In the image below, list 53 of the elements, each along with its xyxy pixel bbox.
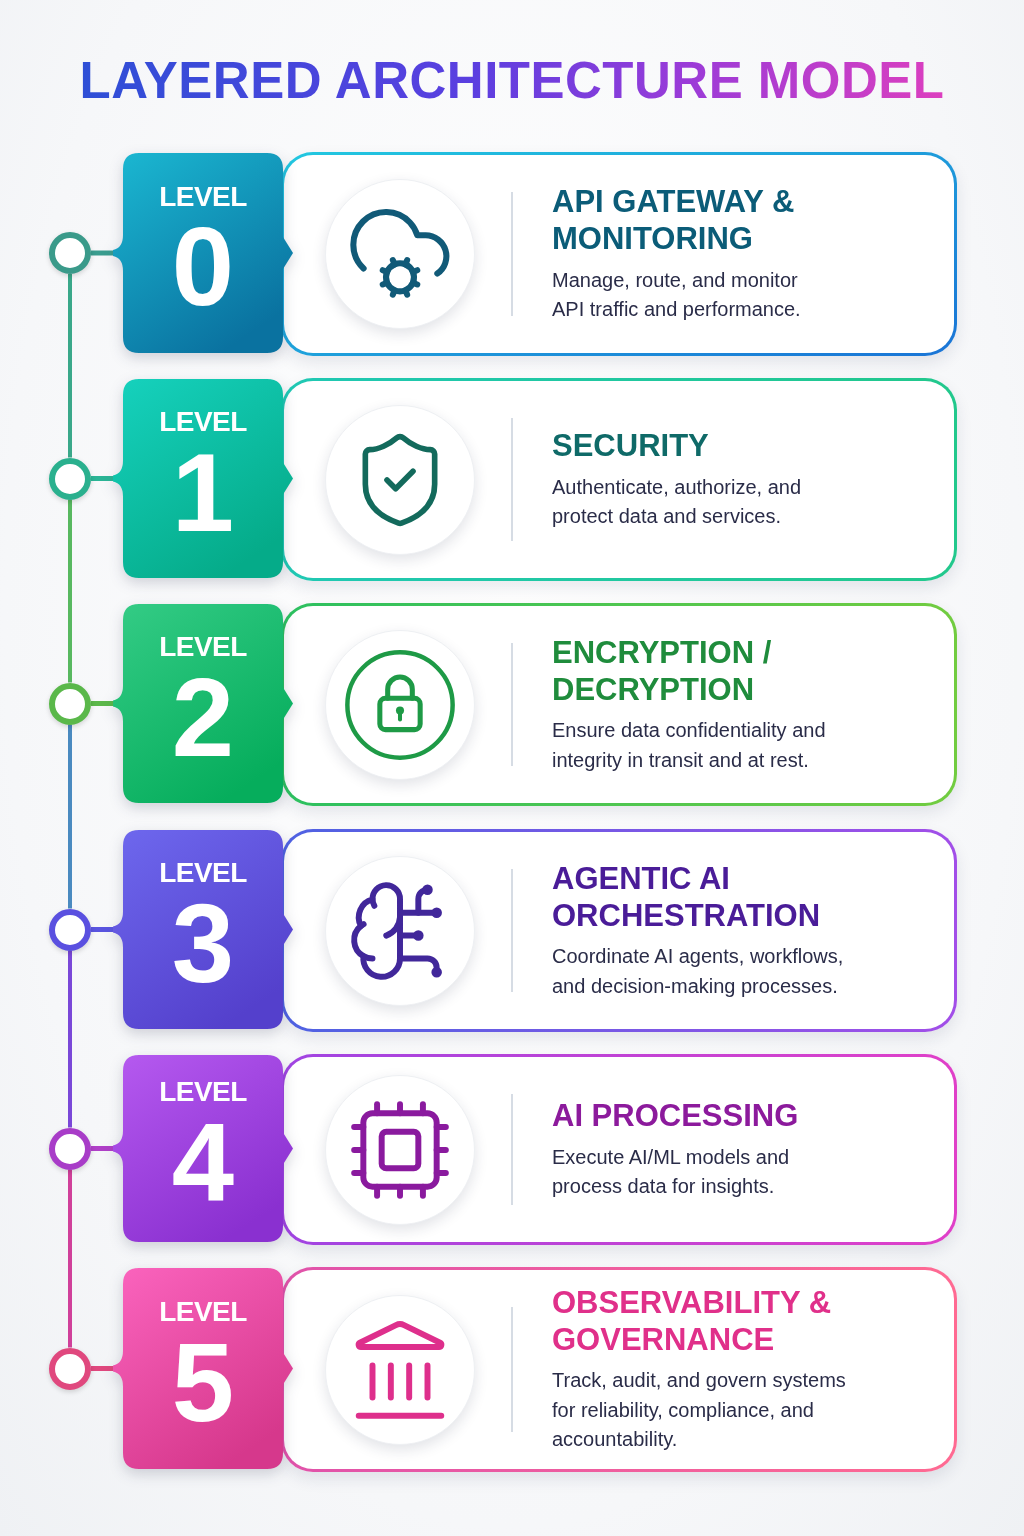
layer-card: [281, 829, 957, 1032]
level-tab: [113, 153, 293, 353]
level-number: 4: [171, 1110, 235, 1214]
connector-line: [91, 1146, 113, 1151]
level-number: 5: [171, 1330, 235, 1434]
layer-card: [281, 152, 957, 356]
level-tab: [113, 1055, 293, 1242]
layer-heading: AGENTIC AI ORCHESTRATION: [552, 859, 822, 935]
layer-heading: API GATEWAY & MONITORING: [552, 183, 796, 258]
timeline-node: [49, 1127, 91, 1170]
timeline-node: [49, 1347, 91, 1390]
connector-line: [68, 1169, 72, 1348]
layer-description: Track, audit, and govern systems for reliability, compliance, and accountability.: [552, 1368, 847, 1453]
layer-heading: SECURITY: [552, 427, 710, 465]
timeline-node: [49, 682, 91, 725]
timeline-node: [49, 232, 91, 274]
connector-line: [68, 499, 72, 683]
level-tab: [113, 604, 293, 803]
layer-card: [281, 378, 957, 581]
connector-line: [68, 274, 72, 458]
level-label: LEVEL: [159, 1297, 247, 1327]
level-label: LEVEL: [159, 858, 247, 888]
connector-line: [91, 701, 113, 706]
level-number: 0: [171, 215, 235, 319]
level-label: LEVEL: [159, 181, 247, 212]
timeline-node: [49, 457, 91, 500]
connector-line: [68, 724, 72, 909]
level-label: LEVEL: [159, 632, 247, 662]
level-tab: [113, 379, 293, 578]
level-tab: [113, 830, 293, 1029]
level-label: LEVEL: [159, 407, 247, 437]
level-number: 3: [171, 891, 235, 995]
layer-description: Manage, route, and monitor API traffic and performance.: [552, 267, 802, 323]
layer-card: [281, 603, 957, 806]
layer-description: Coordinate AI agents, workflows, and decision-making processes.: [552, 944, 845, 999]
level-number: 1: [171, 440, 235, 544]
layer-heading: AI PROCESSING: [552, 1097, 800, 1135]
connector-line: [91, 1366, 113, 1371]
layer-heading: OBSERVABILITY & GOVERNANCE: [552, 1283, 833, 1359]
level-label: LEVEL: [159, 1077, 247, 1107]
layer-heading: ENCRYPTION / DECRYPTION: [552, 633, 773, 709]
layer-description: Authenticate, authorize, and protect data and services.: [552, 474, 803, 530]
connector-line: [91, 250, 113, 256]
connector-line: [91, 476, 113, 481]
connector-line: [91, 927, 113, 932]
connector-line: [68, 950, 72, 1128]
layer-card: [281, 1054, 957, 1245]
timeline-node: [49, 908, 91, 951]
level-number: 2: [171, 665, 235, 769]
level-tab: [113, 1268, 293, 1469]
layer-description: Execute AI/ML models and process data for insights.: [552, 1144, 791, 1200]
layer-description: Ensure data confidentiality and integrity in transit and at rest.: [552, 718, 827, 773]
layer-card: [281, 1267, 957, 1472]
